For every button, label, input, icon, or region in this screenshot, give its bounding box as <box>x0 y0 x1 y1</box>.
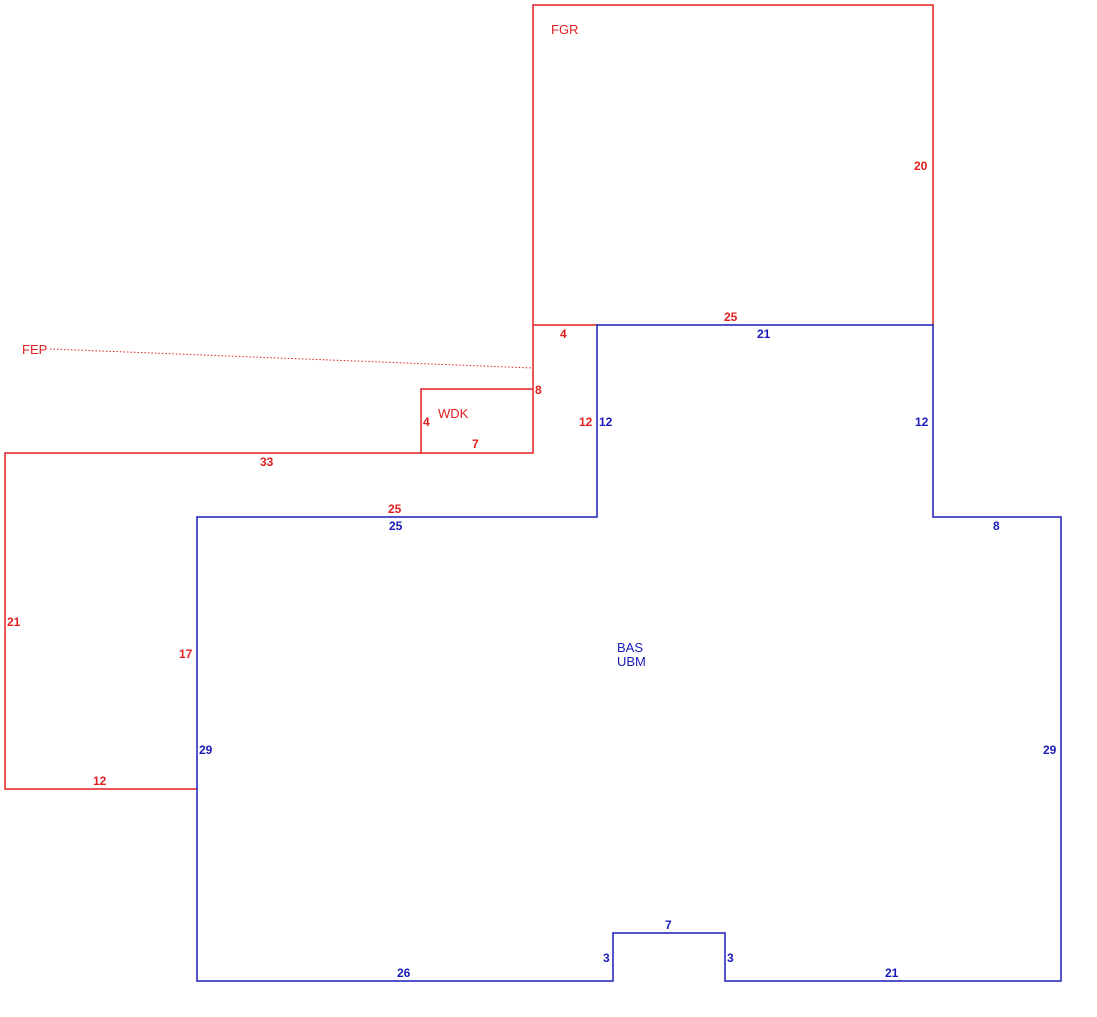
dim-label: 25 <box>724 310 738 324</box>
bas-outline <box>196 324 1062 982</box>
area-label-ubm: UBM <box>617 654 646 669</box>
dim-label: 12 <box>579 415 593 429</box>
dim-label: 29 <box>1043 743 1057 757</box>
wdk-outline <box>420 388 533 453</box>
area-label-fgr: FGR <box>551 22 578 37</box>
dim-label: 7 <box>472 437 479 451</box>
dim-label: 17 <box>179 647 193 661</box>
dim-label: 3 <box>727 951 734 965</box>
dim-label: 3 <box>603 951 610 965</box>
area-label-bas: BAS <box>617 640 643 655</box>
fgr-outline <box>532 4 934 326</box>
dim-label: 12 <box>599 415 613 429</box>
dim-label: 25 <box>389 519 403 533</box>
dim-label: 12 <box>915 415 929 429</box>
dim-label: 8 <box>993 519 1000 533</box>
dim-label: 21 <box>885 966 899 980</box>
dim-label: 29 <box>199 743 213 757</box>
dim-label: 7 <box>665 918 672 932</box>
dim-label: 4 <box>423 415 430 429</box>
dim-label: 21 <box>757 327 771 341</box>
dim-label: 25 <box>388 502 402 516</box>
area-label-wdk: WDK <box>438 406 469 421</box>
dim-label: 33 <box>260 455 274 469</box>
dim-label: 21 <box>7 615 21 629</box>
dim-label: 4 <box>560 327 567 341</box>
fep-outline <box>4 325 534 790</box>
dim-label: 20 <box>914 159 928 173</box>
dim-label: 8 <box>535 383 542 397</box>
fep-leader-line <box>49 348 534 369</box>
dim-label: 12 <box>93 774 107 788</box>
dim-label: 26 <box>397 966 411 980</box>
area-label-fep: FEP <box>22 342 47 357</box>
